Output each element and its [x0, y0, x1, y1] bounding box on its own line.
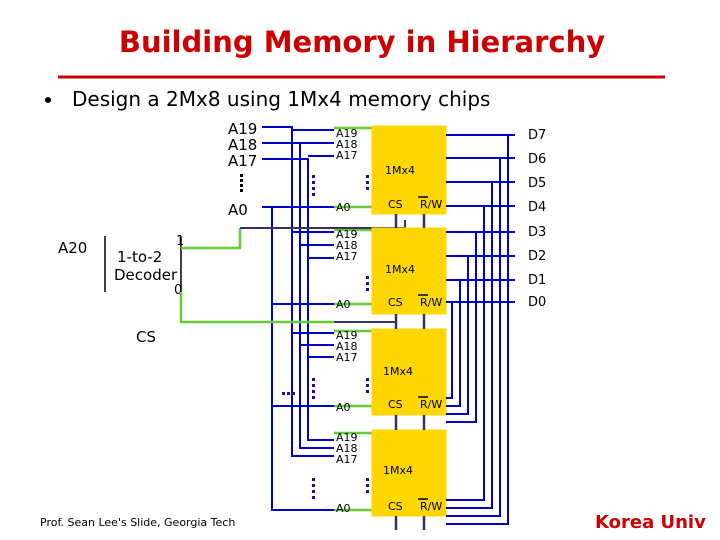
- chip-1-a18: A18: [336, 138, 358, 151]
- chip-1-a19: A19: [336, 127, 358, 140]
- chip-2-a18: A18: [336, 239, 358, 252]
- chip-3-name: 1Mx4: [383, 365, 413, 378]
- chip-2-cs: CS: [388, 296, 403, 309]
- addr-label-a20: A20: [58, 239, 87, 257]
- addr-label-a0: A0: [228, 201, 248, 219]
- addr-label-a19: A19: [228, 120, 257, 138]
- chip-4-a17: A17: [336, 453, 358, 466]
- data-label-d2: D2: [528, 249, 546, 264]
- addr-ellipsis: [240, 174, 243, 192]
- decoder-output-1: 1: [176, 234, 184, 249]
- chip-4-name: 1Mx4: [383, 464, 413, 477]
- chip-4: A19 A18 A17 A0 1Mx4 CS R/W: [336, 429, 447, 517]
- chip-4-rw: R/W: [420, 500, 442, 513]
- data-label-d4: D4: [528, 200, 546, 215]
- data-label-d1: D1: [528, 273, 546, 288]
- bullet-text: Design a 2Mx8 using 1Mx4 memory chips: [72, 87, 490, 111]
- chip-4-a19: A19: [336, 431, 358, 444]
- data-label-d7: D7: [528, 128, 546, 143]
- cs-wiring: [179, 228, 334, 324]
- chip-3-a17: A17: [336, 351, 358, 364]
- chip-1-name: 1Mx4: [385, 164, 415, 177]
- chip-3-a0: A0: [336, 401, 351, 414]
- chip-4-a0: A0: [336, 502, 351, 515]
- chip-3-rw: R/W: [420, 398, 442, 411]
- chip-2-a17: A17: [336, 250, 358, 263]
- chip-2-rw: R/W: [420, 296, 442, 309]
- chip-3-a18: A18: [336, 340, 358, 353]
- chip-3-cs: CS: [388, 398, 403, 411]
- chip-3: A19 A18 A17 A0 1Mx4 CS R/W: [336, 328, 447, 416]
- decoder-label-line1: 1-to-2: [117, 248, 162, 266]
- chip-1-a17: A17: [336, 149, 358, 162]
- addr-label-a17: A17: [228, 152, 257, 170]
- address-bus: [262, 126, 334, 511]
- slide-title: Building Memory in Hierarchy: [119, 25, 605, 59]
- chip-2-a19: A19: [336, 228, 358, 241]
- data-label-d3: D3: [528, 225, 546, 240]
- data-label-d6: D6: [528, 152, 546, 167]
- footer-credit: Prof. Sean Lee's Slide, Georgia Tech: [40, 516, 235, 529]
- data-label-d0: D0: [528, 295, 546, 310]
- chip-2-name: 1Mx4: [385, 263, 415, 276]
- chip-4-cs: CS: [388, 500, 403, 513]
- address-taps: [272, 129, 334, 407]
- chip-2: A19 A18 A17 A0 1Mx4 CS R/W: [336, 227, 447, 315]
- addr-label-a18: A18: [228, 136, 257, 154]
- data-label-d5: D5: [528, 176, 546, 191]
- decoder-label-line2: Decoder: [114, 266, 178, 284]
- chip-1-rw: R/W: [420, 198, 442, 211]
- control-pins: [394, 214, 426, 530]
- bullet-dot: [45, 97, 51, 103]
- chip-2-a0: A0: [336, 298, 351, 311]
- bus-ellipsis: [282, 175, 369, 499]
- chip-1-a0: A0: [336, 201, 351, 214]
- chip-address-pins: [334, 126, 372, 512]
- decoder-output-0: 0: [174, 283, 182, 298]
- cs-label: CS: [136, 328, 156, 346]
- chip-1: A19 A18 A17 A0 1Mx4 CS R/W: [336, 125, 447, 215]
- chip-1-cs: CS: [388, 198, 403, 211]
- chip-3-a19: A19: [336, 329, 358, 342]
- footer-logo: Korea Univ: [595, 512, 706, 533]
- data-bus: [446, 134, 515, 525]
- chip-4-a18: A18: [336, 442, 358, 455]
